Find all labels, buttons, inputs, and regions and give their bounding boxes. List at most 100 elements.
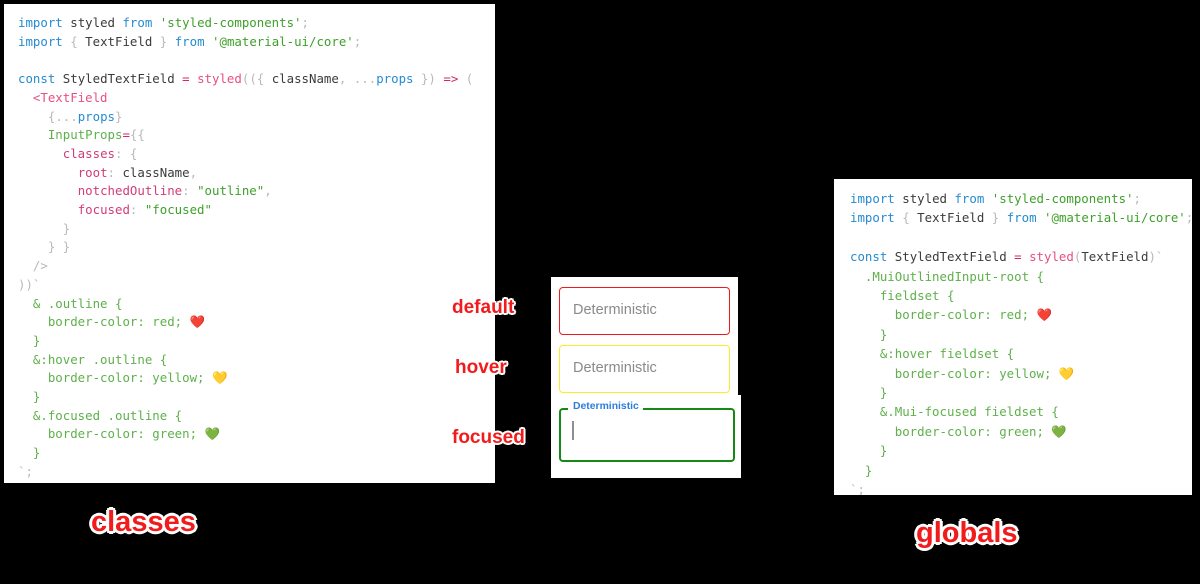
code-token	[18, 183, 78, 198]
code-token: border-color: green;	[894, 423, 1052, 439]
code-token: notchedOutline	[77, 183, 183, 199]
code-token: &:hover .outline {	[32, 351, 168, 367]
code-token: }	[32, 389, 41, 405]
code-token	[190, 71, 197, 86]
text-caret	[572, 421, 574, 440]
code-token: InputProps	[47, 127, 123, 143]
code-token: fieldset {	[879, 288, 955, 304]
code-token: ,	[189, 164, 198, 180]
code-token: =>	[443, 71, 459, 87]
code-token: })	[420, 71, 436, 87]
caption-classes: classes	[91, 506, 196, 538]
code-token: props	[376, 71, 414, 87]
code-token	[18, 146, 63, 161]
code-token: ,	[264, 183, 272, 199]
code-token	[18, 426, 48, 441]
code-token: {	[902, 210, 910, 226]
code-token	[264, 71, 271, 86]
code-token: props	[77, 108, 116, 124]
code-block-classes: import styled from 'styled-components'; …	[18, 14, 495, 482]
state-label-default: default	[452, 297, 515, 318]
textfield-default[interactable]: Deterministic	[559, 287, 730, 335]
code-token	[887, 249, 894, 264]
code-token	[18, 239, 48, 254]
code-token: )`	[1148, 249, 1164, 265]
code-token	[18, 408, 33, 423]
code-token: from	[122, 15, 153, 30]
code-token	[18, 258, 33, 273]
code-token: StyledTextField	[894, 249, 1007, 265]
code-token: ((	[241, 71, 257, 87]
code-token: styled	[902, 191, 947, 206]
code-token	[18, 314, 48, 329]
code-token: '@material-ui/core'	[1044, 210, 1186, 226]
code-token	[122, 146, 129, 161]
code-token: border-color: red;	[894, 307, 1037, 323]
code-token: }	[879, 385, 888, 401]
code-token: from	[1006, 210, 1037, 226]
code-token: const	[850, 249, 888, 265]
code-token: border-color: green;	[47, 426, 205, 442]
preview-panel-top: Deterministic Deterministic	[551, 277, 738, 395]
code-token: }	[62, 220, 71, 236]
code-token: ❤️	[189, 314, 206, 330]
code-token	[18, 221, 63, 236]
code-token: :	[129, 202, 138, 218]
code-token	[18, 352, 33, 367]
code-token: }	[32, 445, 41, 461]
textfield-default-placeholder: Deterministic	[573, 302, 657, 318]
code-token: {	[256, 71, 265, 87]
code-token: &.Mui-focused fieldset {	[879, 404, 1059, 420]
code-token	[850, 404, 880, 419]
preview-panel-bottom: Deterministic	[551, 395, 741, 478]
code-token: import	[850, 191, 895, 206]
code-token	[850, 288, 880, 303]
code-token: TextField	[85, 33, 153, 49]
code-token	[18, 296, 33, 311]
code-token: .MuiOutlinedInput-root {	[864, 268, 1044, 284]
code-token: (	[1073, 249, 1082, 265]
code-token	[850, 463, 865, 478]
textfield-hover[interactable]: Deterministic	[559, 345, 730, 393]
code-token: border-color: red;	[47, 314, 190, 330]
code-token	[55, 71, 62, 86]
code-token: =	[1014, 249, 1022, 265]
code-token: =	[182, 71, 190, 87]
code-token	[999, 210, 1006, 225]
code-token: {	[47, 108, 56, 124]
code-token: TextField	[917, 210, 985, 226]
code-token: :	[114, 145, 123, 161]
code-token: "outline"	[197, 183, 265, 199]
code-token: `;	[18, 463, 33, 479]
code-token: :	[182, 183, 190, 199]
code-token	[18, 445, 33, 460]
code-token	[850, 424, 895, 439]
code-token	[18, 109, 48, 124]
code-token: 'styled-components'	[159, 15, 302, 30]
code-token	[850, 307, 895, 322]
code-token: 💛	[1058, 365, 1075, 381]
code-token: StyledTextField	[62, 71, 175, 87]
code-token	[18, 202, 78, 217]
code-token: }	[32, 332, 41, 348]
code-token: `;	[850, 482, 865, 495]
code-token: }	[991, 210, 1000, 226]
code-token: ,	[338, 71, 347, 87]
code-token: import	[850, 210, 895, 226]
code-token: 'styled-components'	[991, 191, 1134, 206]
code-token: TextField	[1081, 249, 1149, 265]
textfield-focused[interactable]: Deterministic	[559, 401, 735, 462]
code-token	[18, 90, 33, 105]
code-token	[137, 202, 144, 217]
code-block-globals: import styled from 'styled-components'; …	[850, 189, 1192, 495]
code-token: <TextField	[32, 89, 108, 105]
code-token: ...	[353, 71, 377, 87]
textfield-focused-outline	[559, 408, 735, 462]
code-token	[18, 370, 48, 385]
code-panel-globals: import styled from 'styled-components'; …	[834, 179, 1192, 495]
textfield-focused-label: Deterministic	[571, 401, 641, 412]
code-token: & .outline {	[32, 295, 123, 311]
code-token	[458, 71, 465, 86]
code-token: (	[465, 71, 474, 87]
code-token: styled	[197, 71, 242, 87]
